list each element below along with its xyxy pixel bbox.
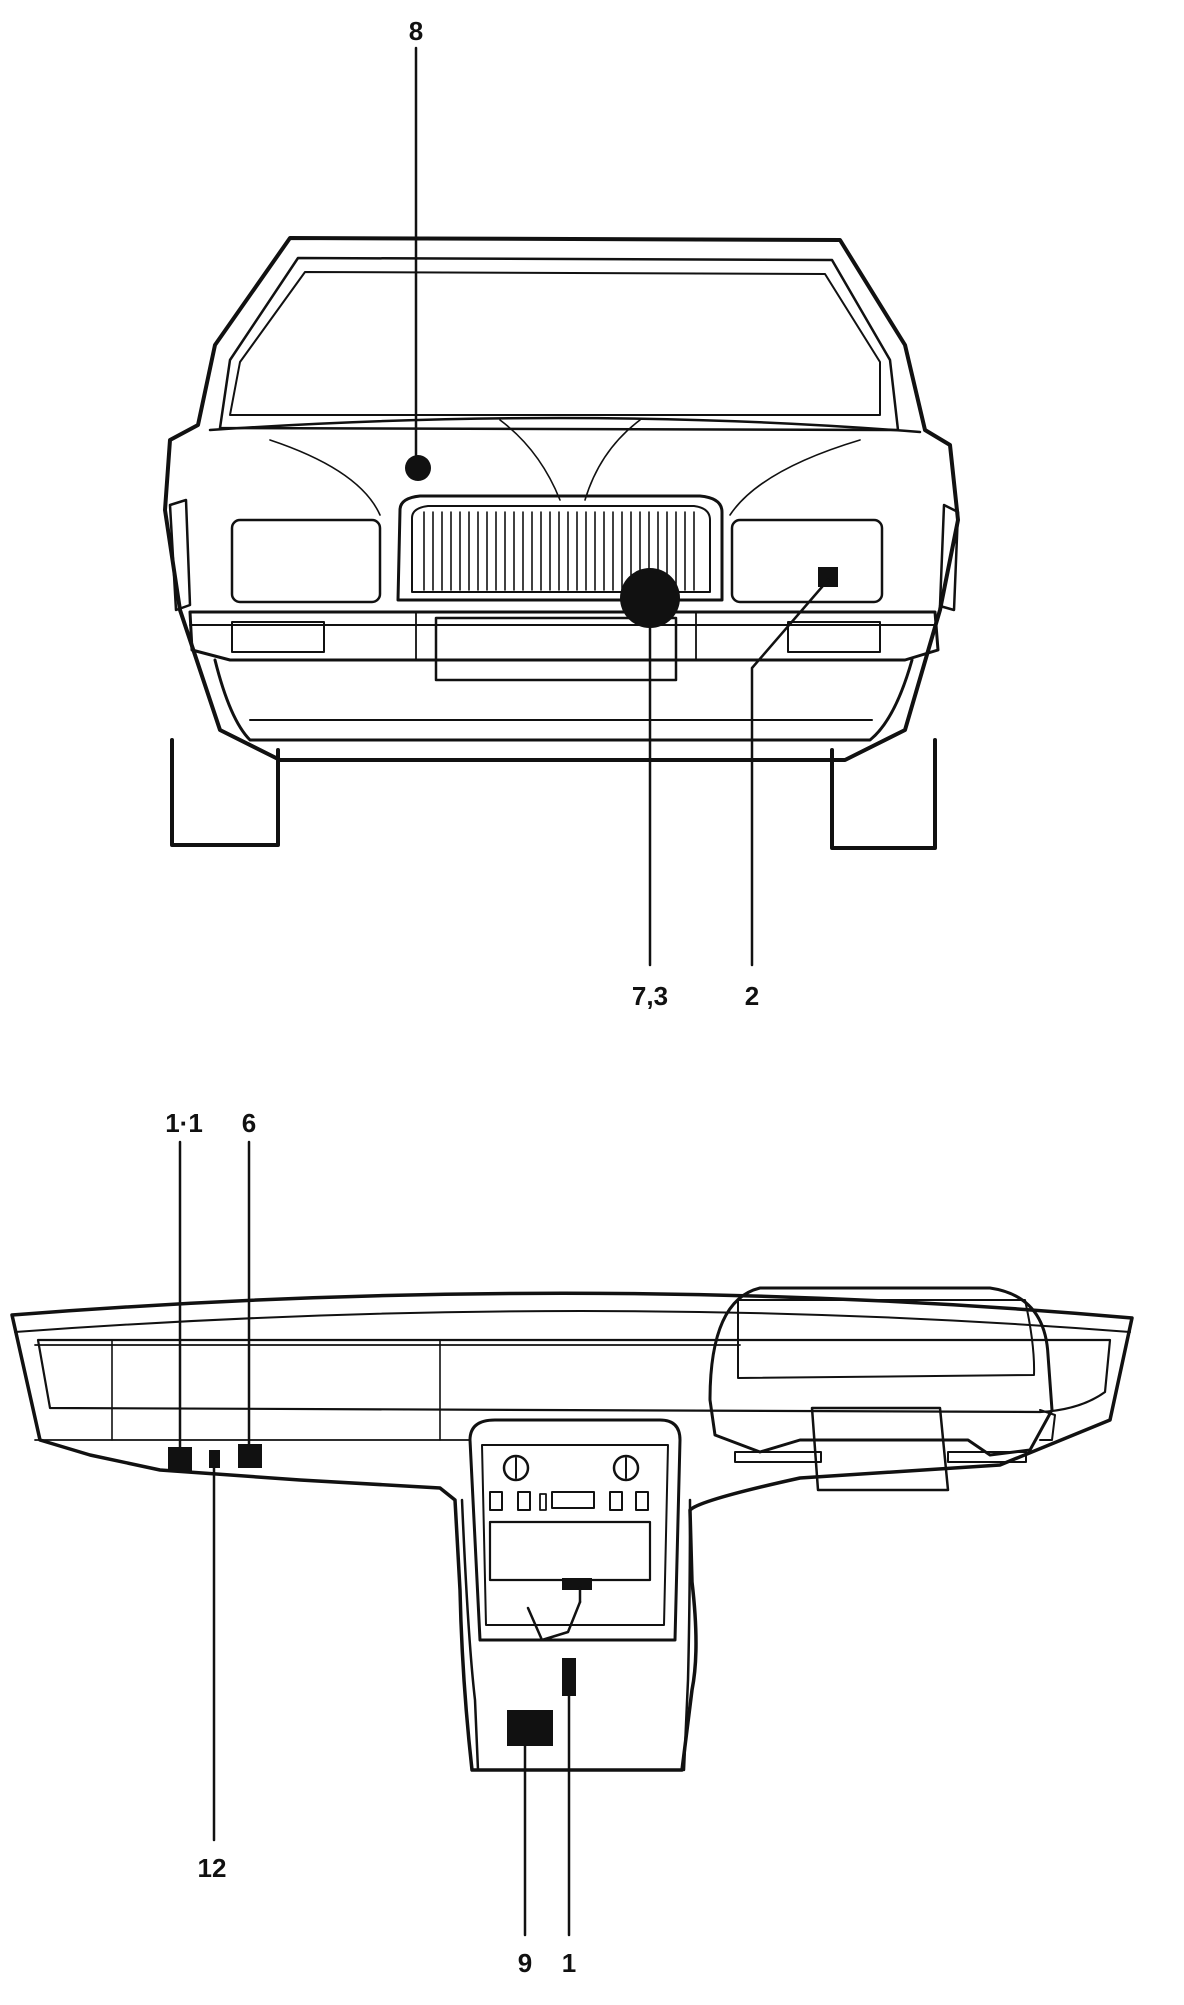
car-front-view: [163, 46, 960, 967]
centre-console-housing: [468, 1418, 682, 1642]
front-bumper: [188, 610, 940, 662]
windshield-glass: [229, 271, 881, 416]
component-marker-1-1: [168, 1447, 192, 1471]
callout-7-3: 7,3: [632, 981, 668, 1011]
grille-inner: [411, 505, 711, 593]
windshield-frame: [218, 256, 900, 432]
mirror-left: [168, 498, 192, 612]
bonnet-crease-center-right: [584, 419, 641, 501]
switch-5: [635, 1491, 649, 1511]
mirror-right: [938, 503, 960, 612]
callout-labels: 8 7,3 2 1·1 6 12 9 1: [165, 16, 759, 1978]
instrument-binnacle: [708, 1286, 1054, 1457]
component-marker-console-switch: [562, 1578, 592, 1590]
tyre-left: [170, 738, 280, 847]
dashboard-view: [10, 1140, 1134, 1937]
bonnet-edge: [208, 416, 922, 434]
dashboard-outline: [10, 1291, 1134, 1772]
radio-slot: [488, 1520, 652, 1582]
bonnet-crease-right: [729, 439, 861, 516]
headlamp-left: [230, 518, 382, 604]
console-tunnel-left: [460, 1498, 480, 1772]
switch-2: [517, 1491, 531, 1511]
switch-3: [539, 1493, 547, 1511]
instrument-cluster-face: [737, 1299, 1036, 1379]
bonnet-crease-center-left: [499, 419, 561, 501]
binnacle-mount-right: [1039, 1409, 1056, 1441]
number-plate-bracket: [415, 611, 697, 661]
switch-4: [609, 1491, 623, 1511]
callout-6: 6: [242, 1108, 256, 1138]
dashboard-top-edge: [14, 1310, 1131, 1333]
component-marker-1: [562, 1658, 576, 1696]
callout-8: 8: [409, 16, 423, 46]
grille-surround: [396, 494, 724, 602]
indicator-right: [787, 621, 881, 653]
console-tunnel-right: [682, 1498, 692, 1772]
tyre-right: [830, 738, 937, 850]
indicator-left: [231, 621, 325, 653]
stalk-left: [734, 1451, 822, 1463]
callout-12: 12: [198, 1853, 227, 1883]
component-marker-12: [209, 1450, 220, 1468]
component-marker-9: [507, 1710, 553, 1746]
stalk-right: [947, 1451, 1027, 1463]
dashboard-upper-panel: [36, 1338, 1112, 1414]
callout-1: 1: [562, 1948, 576, 1978]
leader-line-2: [750, 578, 830, 967]
callout-2: 2: [745, 981, 759, 1011]
vent-knob-right: [612, 1454, 640, 1482]
callout-1-1: 1·1: [165, 1108, 203, 1138]
steering-column-cover: [810, 1406, 950, 1492]
lower-valance: [213, 658, 914, 742]
callout-9: 9: [518, 1948, 532, 1978]
centre-console-face: [481, 1444, 669, 1626]
component-marker-8: [405, 455, 431, 481]
vent-knob-left: [502, 1454, 530, 1482]
car-body-outline: [163, 236, 960, 762]
component-marker-6: [238, 1444, 262, 1468]
bonnet-crease-left: [269, 439, 381, 516]
component-marker-2: [818, 567, 838, 587]
component-marker-7-3: [620, 568, 680, 628]
number-plate: [434, 616, 678, 682]
gear-selector: [526, 1600, 582, 1642]
clock-display: [551, 1491, 595, 1509]
headlamp-right: [730, 518, 884, 604]
switch-1: [489, 1491, 503, 1511]
